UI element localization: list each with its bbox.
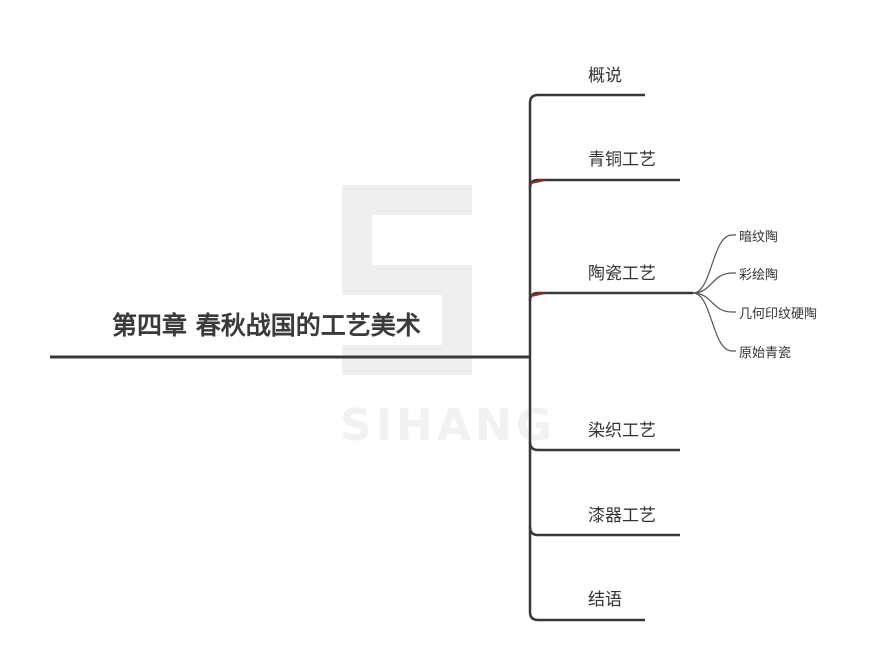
watermark-logo	[342, 185, 472, 375]
leaf-anwentao[interactable]: 暗纹陶	[739, 230, 779, 245]
watermark-text: SIHANG	[340, 400, 556, 451]
leaf-yuanshi[interactable]: 原始青瓷	[739, 346, 792, 361]
root-topic[interactable]: 第四章 春秋战国的工艺美术	[112, 311, 421, 340]
branch-qiqi[interactable]: 漆器工艺	[588, 506, 656, 526]
branch-ranzhi[interactable]: 染织工艺	[588, 421, 656, 441]
sub-line-anwentao	[692, 234, 736, 294]
branch-gaishuo[interactable]: 概说	[588, 66, 622, 86]
sub-line-caihuitao	[692, 272, 736, 294]
sub-line-yuanshi	[692, 292, 736, 352]
branch-line-taoci	[528, 291, 693, 302]
branch-jieyu[interactable]: 结语	[588, 590, 622, 610]
leaf-caihuitao[interactable]: 彩绘陶	[739, 268, 779, 283]
sub-line-jihe	[692, 292, 736, 313]
accent-mark-qingtong	[530, 179, 546, 184]
branch-line-qingtong	[528, 178, 680, 189]
branch-line-ranzhi	[528, 441, 680, 452]
branch-qingtong[interactable]: 青铜工艺	[588, 150, 656, 170]
leaf-jihe[interactable]: 几何印纹硬陶	[739, 307, 818, 322]
accent-mark-taoci	[530, 292, 546, 297]
branch-taoci[interactable]: 陶瓷工艺	[588, 264, 656, 284]
branch-line-qiqi	[528, 526, 680, 537]
main-trunk	[528, 93, 645, 622]
